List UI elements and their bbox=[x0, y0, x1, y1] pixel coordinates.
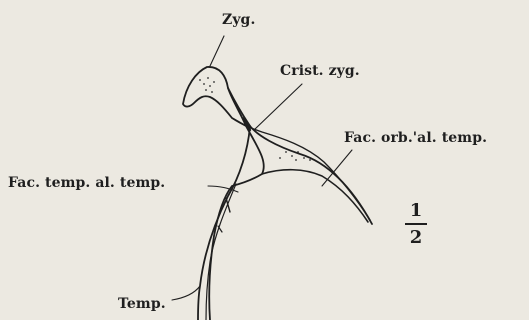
label-fac-temp: Fac. temp. al. temp. bbox=[8, 175, 165, 191]
stipple-texture bbox=[199, 77, 311, 161]
label-temp: Temp. bbox=[118, 296, 166, 312]
scale-denominator: 2 bbox=[404, 227, 428, 249]
label-zyg: Zyg. bbox=[222, 12, 255, 28]
label-fac-orb: Fac. orb.'al. temp. bbox=[344, 130, 487, 146]
crist-leader bbox=[254, 84, 302, 130]
temporal-arm-inner bbox=[206, 184, 236, 320]
bone-lower-edge bbox=[209, 126, 264, 320]
temp-leader bbox=[172, 286, 200, 300]
bone-outer-outline bbox=[228, 88, 372, 224]
fraction-bar bbox=[405, 223, 427, 225]
temporal-arm-outer bbox=[198, 126, 250, 320]
scale-numerator: 1 bbox=[404, 200, 428, 222]
zygomatic-process bbox=[183, 67, 246, 126]
zyg-leader bbox=[210, 36, 224, 66]
orbital-arm-edge bbox=[262, 170, 368, 222]
scale-fraction: 1 2 bbox=[404, 200, 428, 249]
label-crist-zyg: Crist. zyg. bbox=[280, 63, 360, 79]
